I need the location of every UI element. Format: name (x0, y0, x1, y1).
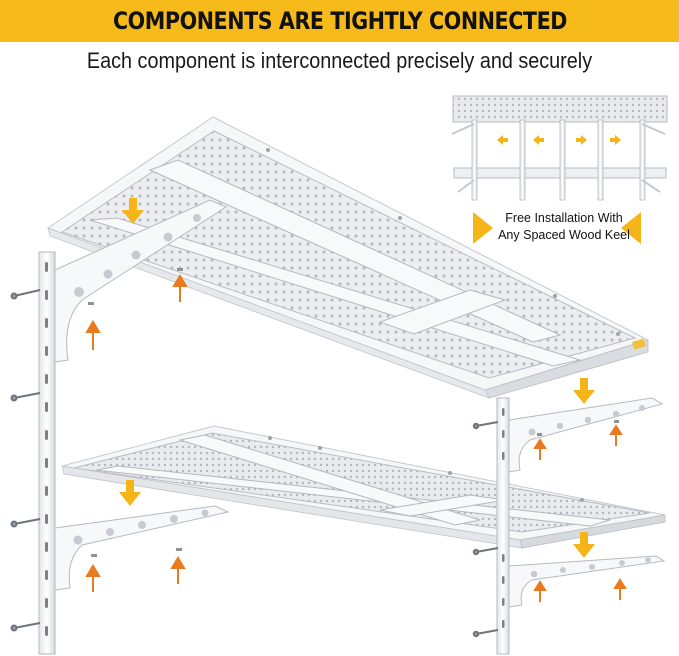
inset-caption-line1: Free Installation With (505, 211, 623, 225)
page-subtitle: Each component is interconnected precise… (86, 48, 593, 73)
left-upright (10, 251, 56, 655)
left-lower-bracket (54, 505, 230, 591)
header-banner: COMPONENTS ARE TIGHTLY CONNECTED (0, 0, 679, 42)
arrow-down-icon (119, 198, 595, 558)
inset-caption: Free Installation With Any Spaced Wood K… (497, 210, 631, 244)
upper-shelf (46, 116, 650, 399)
right-lower-bracket (508, 555, 666, 608)
arrow-up-icon (85, 274, 627, 602)
page-title: COMPONENTS ARE TIGHTLY CONNECTED (112, 7, 567, 35)
left-upper-bracket (54, 199, 228, 363)
inset-caption-line2: Any Spaced Wood Keel (498, 228, 630, 242)
screw-icon (10, 289, 41, 632)
right-upper-bracket (508, 397, 664, 473)
installation-inset (449, 93, 671, 244)
right-upright (472, 397, 510, 655)
lower-shelf (61, 425, 666, 549)
double-arrow-icon (497, 135, 621, 145)
